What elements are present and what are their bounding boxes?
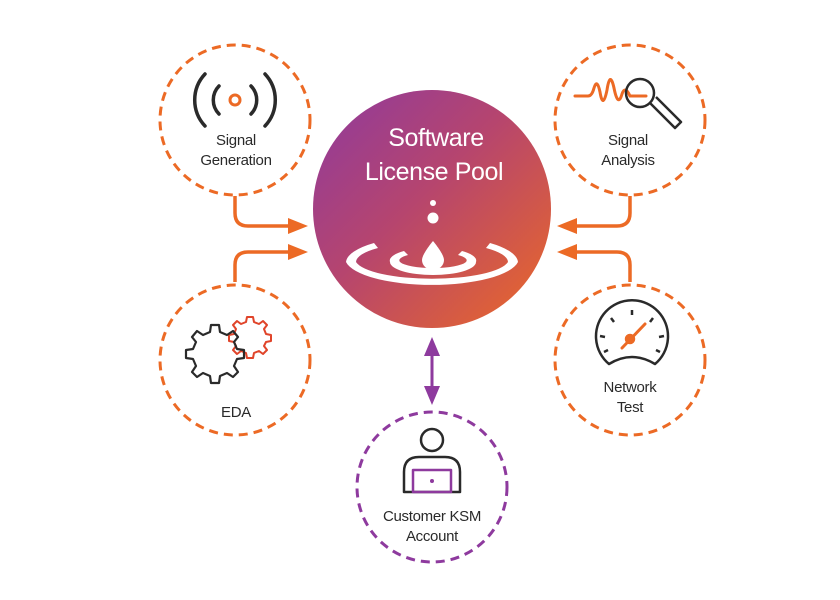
node-label-line2: Analysis [601,152,654,169]
water-drop-ripple-icon [346,200,518,285]
arrowhead-down [424,386,440,405]
arrowhead [288,244,308,260]
dashed-ring [355,410,509,564]
connector-eda [233,244,308,282]
node-label-line1: Signal [608,132,648,149]
software-license-pool: Software License Pool [313,90,551,328]
node-label-line2: Generation [200,152,271,169]
node-label-line1: Network [604,379,658,396]
node-customer-ksm-account[interactable]: Customer KSM Account [355,410,509,564]
connector-customer-ksm-account [424,337,440,405]
broadcast-signal-icon [192,72,278,128]
node-label-line1: Signal [216,132,256,149]
waveform-magnifier-icon [573,77,683,130]
node-signal-analysis[interactable]: Signal Analysis [553,43,707,197]
pool-circle [313,90,551,328]
connector-signal-generation [233,196,308,234]
node-eda[interactable]: EDA [158,283,312,437]
node-label-line2: Account [406,528,459,545]
dashed-ring [553,43,707,197]
dashed-ring [553,283,707,437]
arrowhead-up [424,337,440,356]
dashed-ring [158,283,312,437]
node-network-test[interactable]: Network Test [553,283,707,437]
node-label-line2: Test [617,399,644,416]
arrowhead [557,244,577,260]
connector-network-test [557,244,632,282]
arrowhead [288,218,308,234]
pool-title-line2: License Pool [365,158,503,186]
user-laptop-icon [402,427,462,494]
node-signal-generation[interactable]: Signal Generation [158,43,312,197]
node-label-line1: Customer KSM [383,508,481,525]
speedometer-icon [594,299,670,366]
pool-title-line1: Software [388,124,483,152]
connector-signal-analysis [557,196,632,234]
node-label-line1: EDA [221,404,251,421]
arrowhead [557,218,577,234]
dashed-ring [158,43,312,197]
gears-icon [184,316,272,385]
